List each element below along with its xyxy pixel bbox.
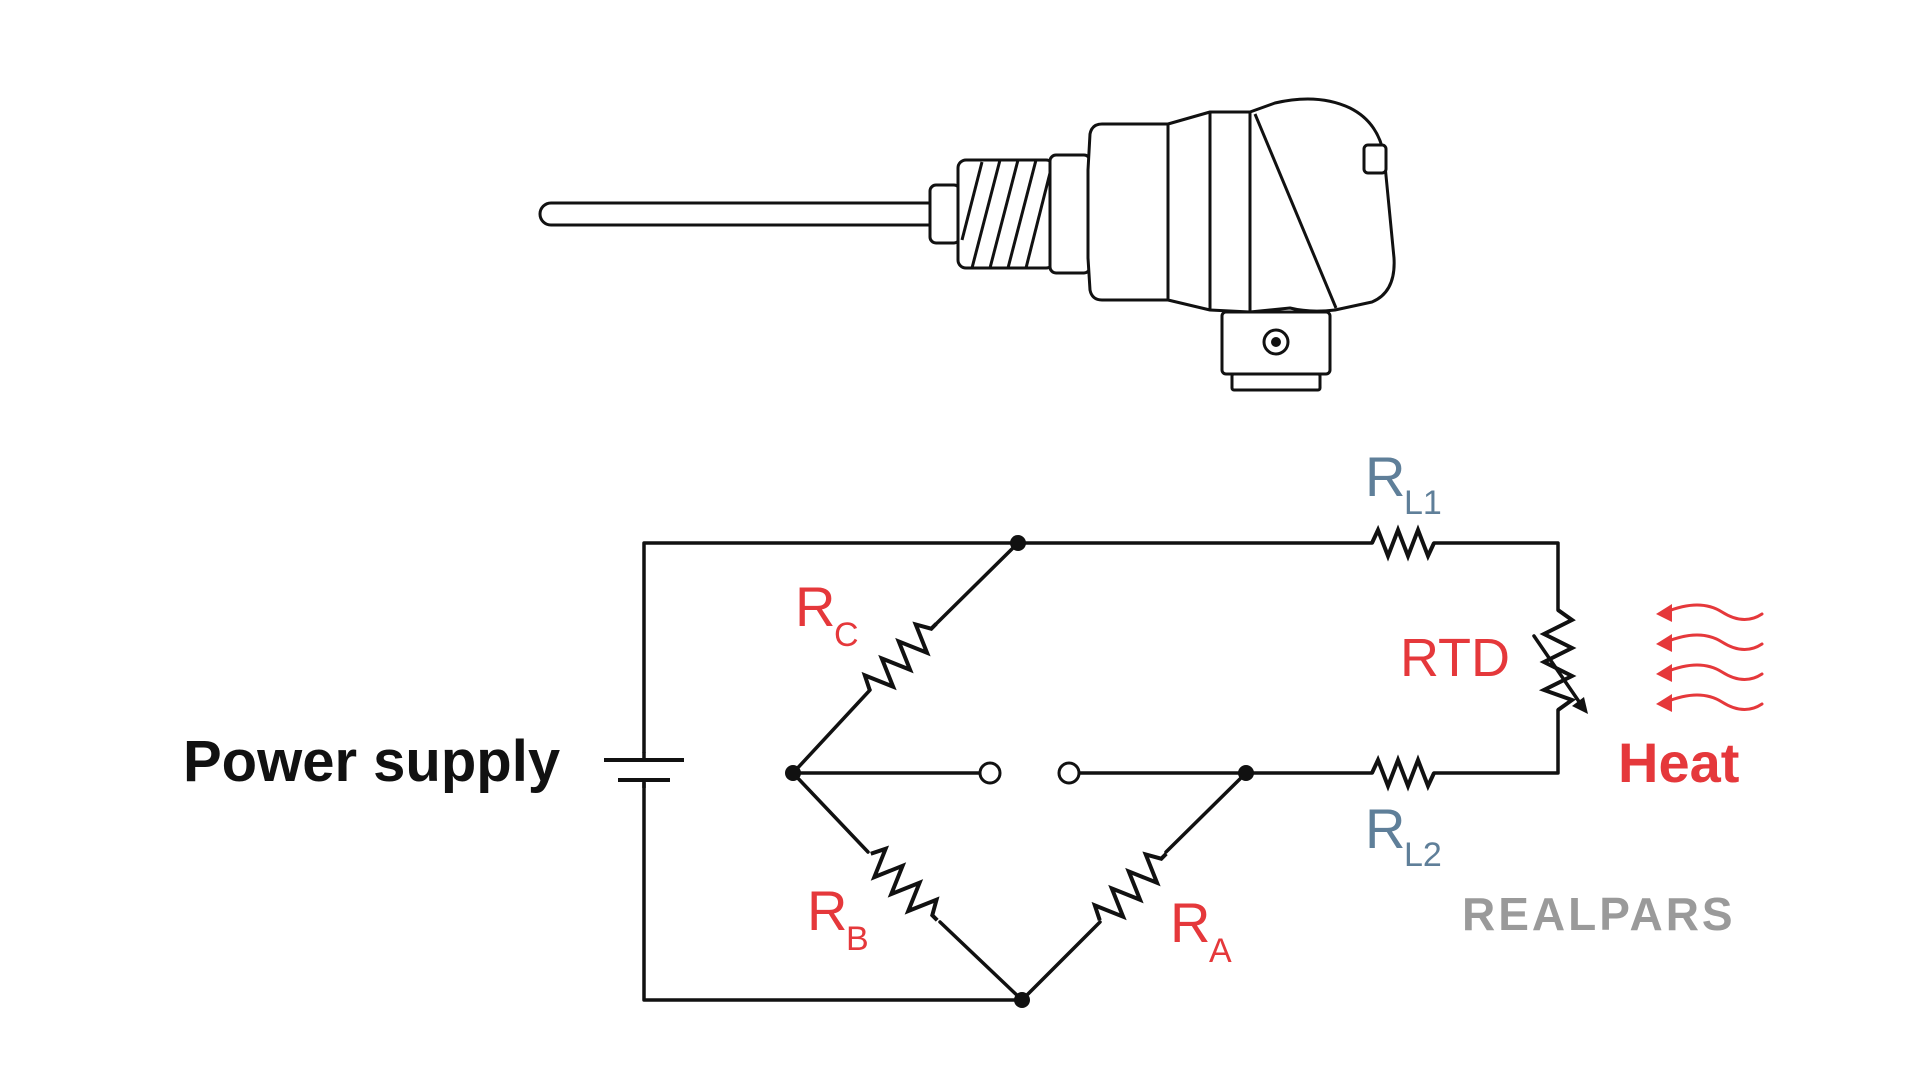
power-supply-label: Power supply bbox=[183, 729, 560, 794]
label-ra-main: R bbox=[1170, 891, 1210, 954]
probe-cable-hole bbox=[1271, 337, 1281, 347]
label-rl1: R L1 bbox=[1365, 445, 1442, 522]
probe-hex-nut bbox=[1048, 153, 1092, 275]
label-ra-sub: A bbox=[1209, 932, 1232, 970]
probe-sheath bbox=[538, 201, 942, 227]
heat-label: Heat bbox=[1618, 731, 1739, 794]
wire-to-rtd bbox=[1432, 541, 1560, 612]
label-rb-main: R bbox=[807, 879, 847, 942]
heat-waves-icon bbox=[1656, 603, 1764, 712]
probe-collar bbox=[928, 183, 962, 245]
node-bottom bbox=[1014, 992, 1030, 1008]
circuit-nodes bbox=[785, 535, 1254, 1008]
thread-lines bbox=[960, 159, 1054, 269]
label-rc: R C bbox=[795, 575, 859, 654]
label-rb: R B bbox=[807, 879, 869, 958]
resistor-rtd bbox=[1538, 608, 1577, 712]
label-rc-main: R bbox=[795, 575, 835, 638]
rtd-probe-illustration bbox=[538, 97, 1396, 392]
label-rl1-sub: L1 bbox=[1404, 484, 1442, 522]
probe-cover-seam bbox=[1253, 113, 1338, 309]
resistor-rl2 bbox=[1370, 754, 1436, 792]
wire-ra-bottom bbox=[1020, 920, 1102, 1002]
label-rl2-sub: L2 bbox=[1404, 836, 1442, 874]
battery-symbol bbox=[604, 752, 684, 788]
variable-resistor-arrow bbox=[1532, 634, 1588, 714]
probe-cable-entry-base bbox=[1230, 372, 1322, 392]
label-rb-sub: B bbox=[846, 920, 869, 958]
label-rc-sub: C bbox=[834, 616, 859, 654]
wire-rb-top bbox=[791, 771, 870, 854]
probe-head-cover bbox=[1248, 97, 1396, 314]
wire-battery-bottom bbox=[642, 781, 1024, 1002]
rtd-arrow-shaft bbox=[1532, 634, 1584, 708]
node-top bbox=[1010, 535, 1026, 551]
node-right bbox=[1238, 765, 1254, 781]
label-ra: R A bbox=[1170, 891, 1232, 970]
wire-rc-bottom bbox=[791, 688, 872, 775]
rtd-label: RTD bbox=[1400, 628, 1510, 688]
probe-side-screw bbox=[1362, 143, 1388, 175]
resistor-ra bbox=[1091, 851, 1168, 921]
rtd-arrow-head bbox=[1572, 697, 1588, 714]
label-rl2: R L2 bbox=[1365, 797, 1442, 874]
terminal-right-open bbox=[1057, 761, 1081, 785]
probe-head-body bbox=[1166, 110, 1260, 314]
node-left bbox=[785, 765, 801, 781]
wire-rc-top bbox=[934, 541, 1020, 626]
probe-neck bbox=[1086, 122, 1170, 302]
label-rl1-main: R bbox=[1365, 445, 1405, 508]
resistor-rb bbox=[870, 845, 940, 922]
resistor-rc bbox=[861, 621, 938, 691]
wire-rb-bottom bbox=[938, 920, 1024, 1002]
wire-ra-top bbox=[1164, 771, 1248, 854]
wire-battery-top bbox=[642, 541, 1020, 754]
wire-rtd-return bbox=[1432, 708, 1560, 775]
label-rl2-main: R bbox=[1365, 797, 1405, 860]
realpars-logo: REALPARS bbox=[1462, 888, 1736, 940]
circuit-wires bbox=[642, 541, 1560, 1002]
terminal-left-open bbox=[978, 761, 1002, 785]
resistor-rl1 bbox=[1370, 524, 1436, 562]
